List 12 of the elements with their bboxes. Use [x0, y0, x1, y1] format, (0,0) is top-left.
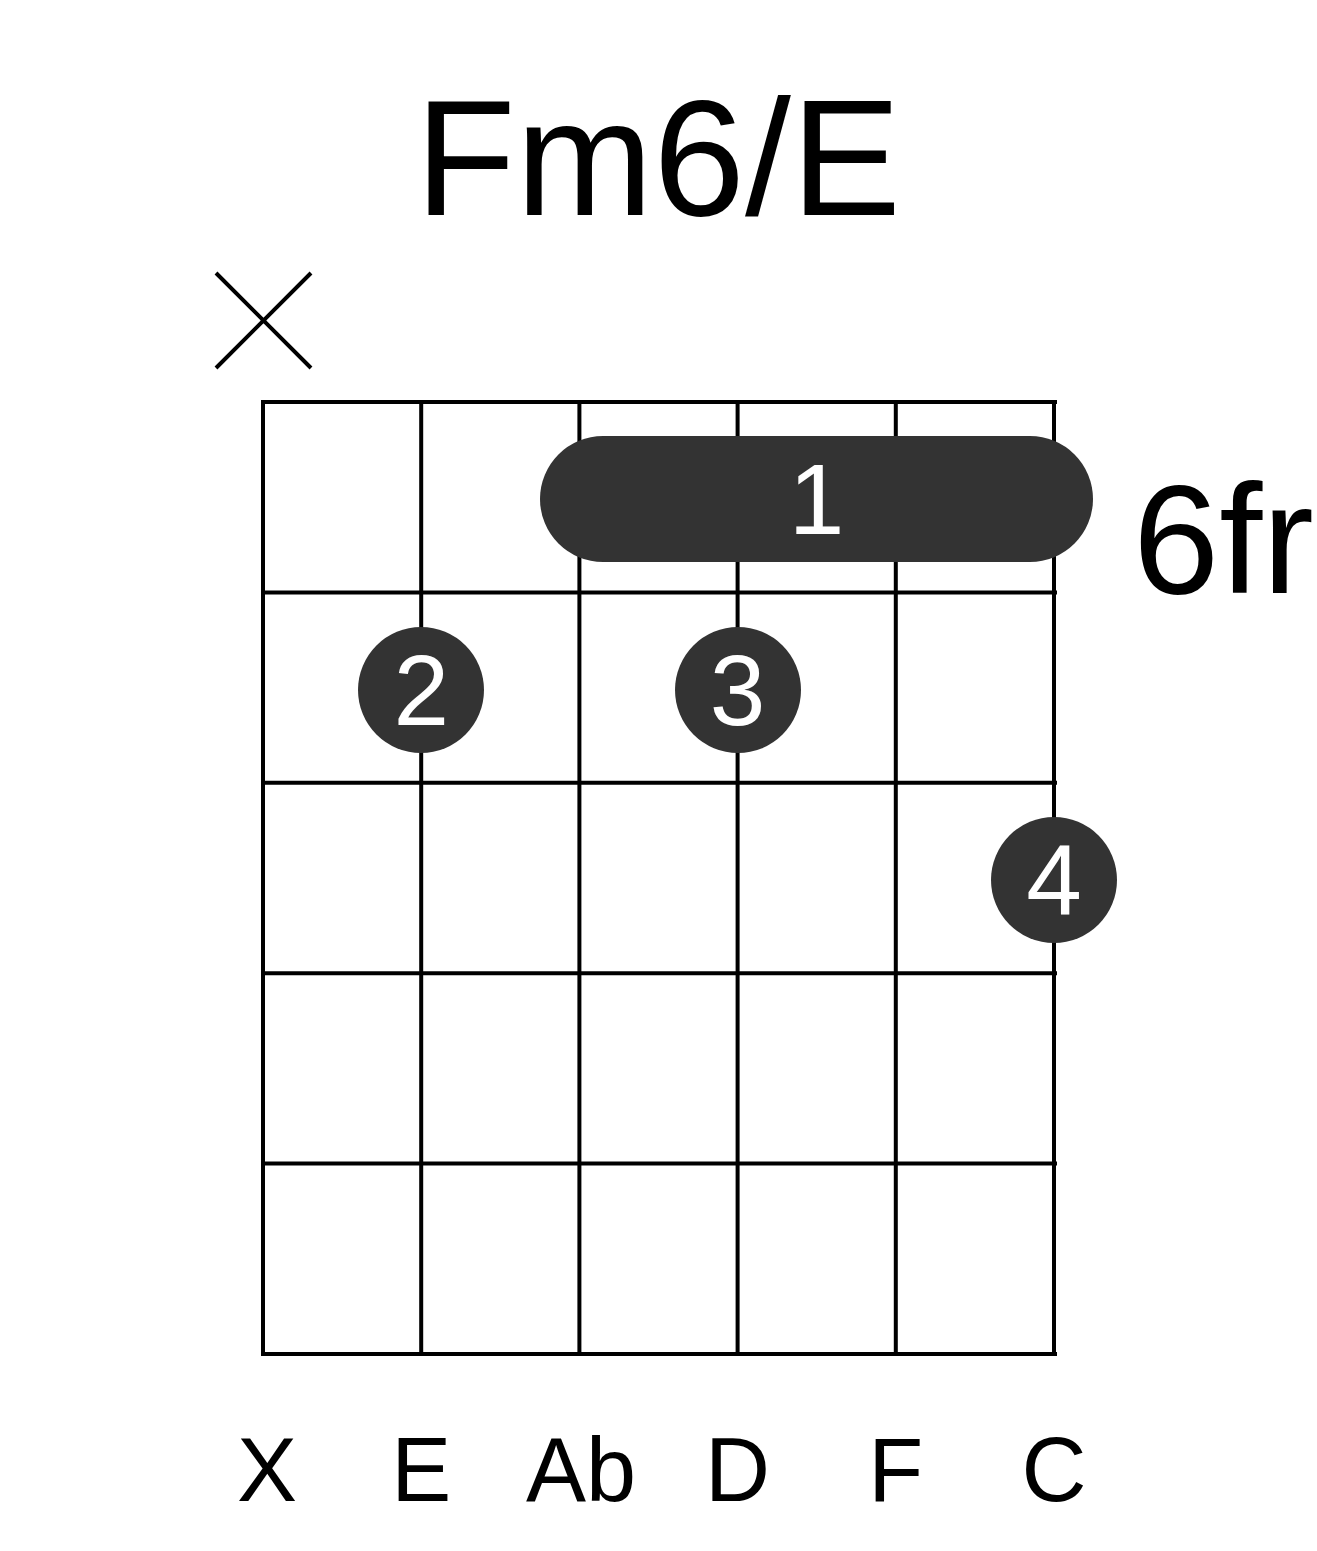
barre-bar: 1 [540, 436, 1093, 562]
chord-title: Fm6/E [414, 76, 902, 241]
string-note: E [390, 1425, 453, 1515]
finger-dot: 3 [674, 627, 801, 753]
finger-dot: 2 [358, 627, 485, 753]
string-note: C [1020, 1425, 1088, 1515]
fret-number: 6fr [1133, 462, 1314, 617]
string-note: X [236, 1425, 298, 1515]
string-note: D [704, 1425, 772, 1515]
string-note: F [867, 1425, 925, 1515]
string-note: Ab [524, 1425, 638, 1515]
finger-dot: 4 [991, 817, 1117, 943]
